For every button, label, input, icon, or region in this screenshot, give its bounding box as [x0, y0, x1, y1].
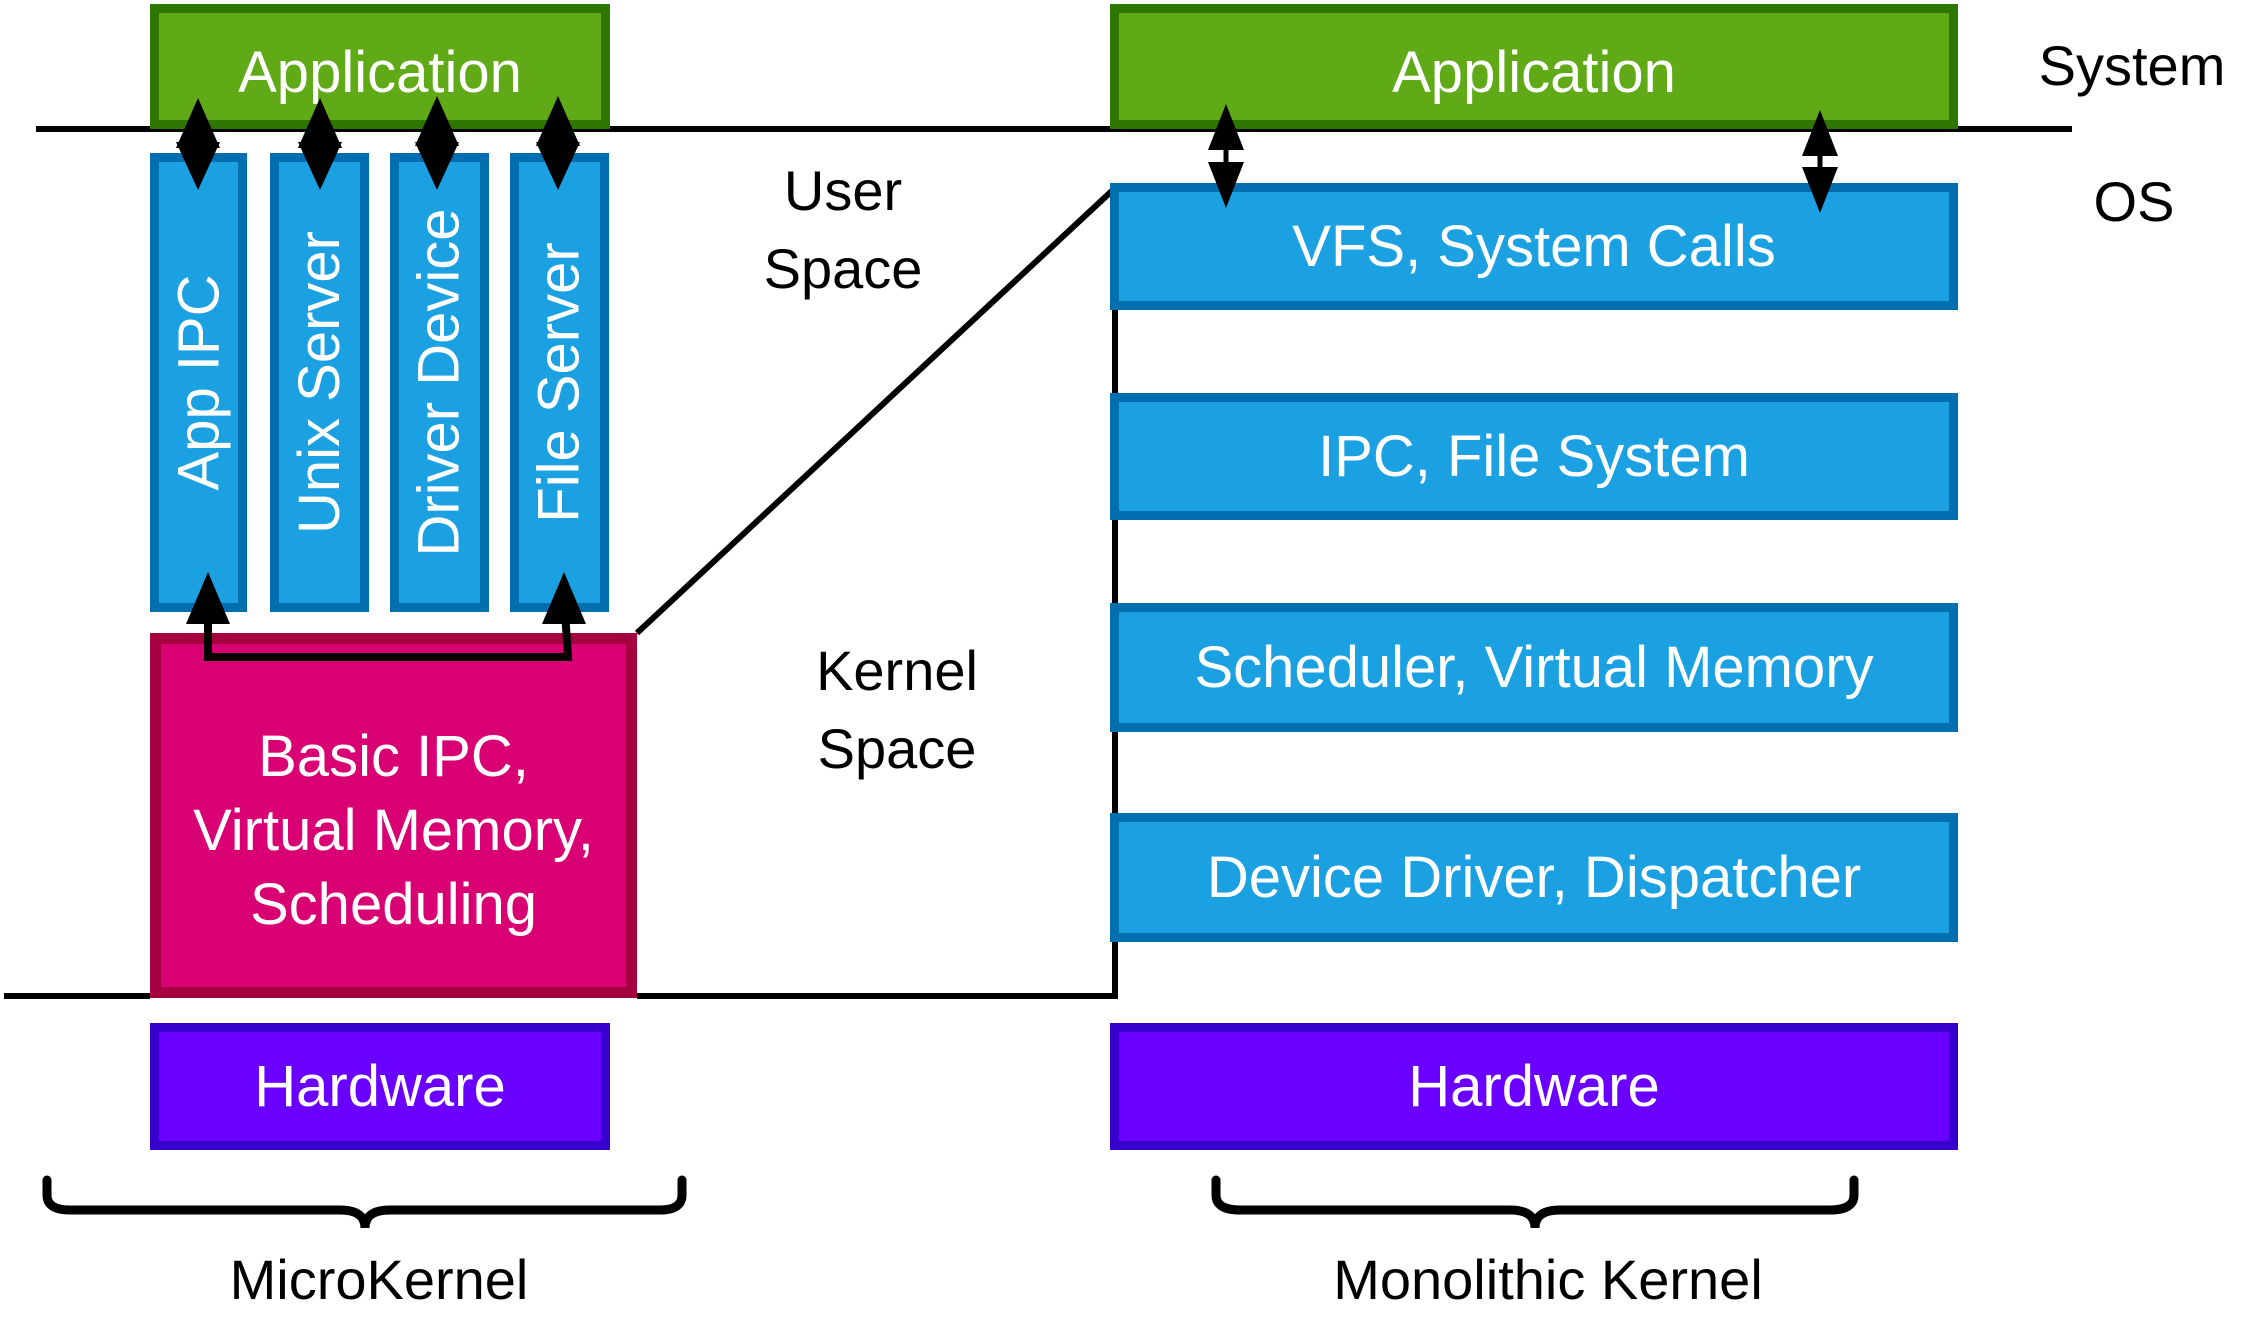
microkernel-core-box: Basic IPC, Virtual Memory, Scheduling [150, 633, 637, 998]
user-service-app-ipc: App IPC [150, 153, 247, 612]
micro-application-label: Application [238, 40, 522, 105]
user-space-line: User [783, 159, 903, 222]
arrow-file-server [536, 96, 580, 190]
arrow-app-ipc [176, 98, 220, 190]
user-space-label: User Space [764, 152, 923, 308]
micro-hardware-label: Hardware [254, 1054, 506, 1119]
mono-hardware-label: Hardware [1408, 1054, 1660, 1119]
kernel-line: Scheduling [250, 871, 537, 937]
mono-layer-scheduler-vm: Scheduler, Virtual Memory [1110, 603, 1958, 732]
mono-layer-label: VFS, System Calls [1292, 214, 1776, 279]
user-space-line: Space [763, 237, 923, 300]
mono-layer-label: Device Driver, Dispatcher [1206, 845, 1862, 910]
mono-hardware-box: Hardware [1110, 1023, 1958, 1150]
mono-layer-ipc-fs: IPC, File System [1110, 393, 1958, 520]
arrow-unix-server [298, 98, 342, 190]
microkernel-caption: MicroKernel [229, 1248, 529, 1311]
arrow-mono-right [1802, 110, 1838, 213]
kernel-space-line: Space [817, 717, 977, 780]
user-service-driver-device: Driver Device [390, 153, 489, 612]
mono-brace [1211, 1175, 1859, 1229]
mono-application-box: Application [1110, 4, 1958, 129]
kernel-line: Basic IPC, [258, 723, 529, 789]
kernel-space-line: Kernel [816, 639, 978, 702]
os-label: OS [2093, 170, 2175, 233]
user-service-unix-server: Unix Server [270, 153, 369, 612]
arrow-driver-device [415, 96, 459, 190]
mono-layer-label: Scheduler, Virtual Memory [1194, 635, 1874, 700]
micro-brace [42, 1175, 687, 1229]
mono-layer-driver-dispatcher: Device Driver, Dispatcher [1110, 813, 1958, 942]
mono-layer-label: IPC, File System [1318, 424, 1750, 489]
user-service-file-server: File Server [510, 153, 609, 612]
arrow-mono-left [1208, 104, 1244, 208]
micro-application-box: Application [150, 4, 610, 129]
kernel-line: Virtual Memory, [193, 797, 594, 863]
mono-application-label: Application [1392, 40, 1676, 105]
user-kernel-diagonal [634, 185, 1118, 636]
micro-hardware-box: Hardware [150, 1023, 610, 1150]
kernel-space-label: Kernel Space [816, 632, 978, 788]
arrow-kernel-to-services [186, 572, 586, 661]
system-label: System [2038, 34, 2226, 97]
monolithic-caption: Monolithic Kernel [1333, 1248, 1763, 1311]
